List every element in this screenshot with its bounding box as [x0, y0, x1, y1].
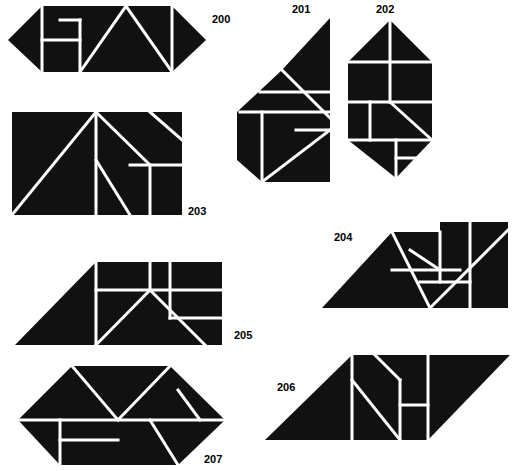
tangram-204 — [322, 222, 508, 308]
tangram-200 — [8, 6, 206, 72]
figure-number: 201 — [292, 4, 310, 15]
tangram-202 — [348, 20, 432, 178]
figure-number: 204 — [333, 232, 353, 243]
tangram-206 — [265, 355, 510, 440]
tangram-203 — [12, 112, 182, 215]
tangram-201 — [237, 18, 330, 182]
figure-number: 203 — [188, 206, 206, 217]
figure-number: 202 — [376, 4, 394, 15]
tangram-207 — [18, 366, 225, 465]
figure-number: 200 — [212, 14, 230, 25]
figure-number: 206 — [276, 382, 296, 393]
tangram-205 — [15, 262, 222, 345]
figure-number: 205 — [234, 330, 252, 341]
figure-number: 207 — [204, 454, 222, 465]
